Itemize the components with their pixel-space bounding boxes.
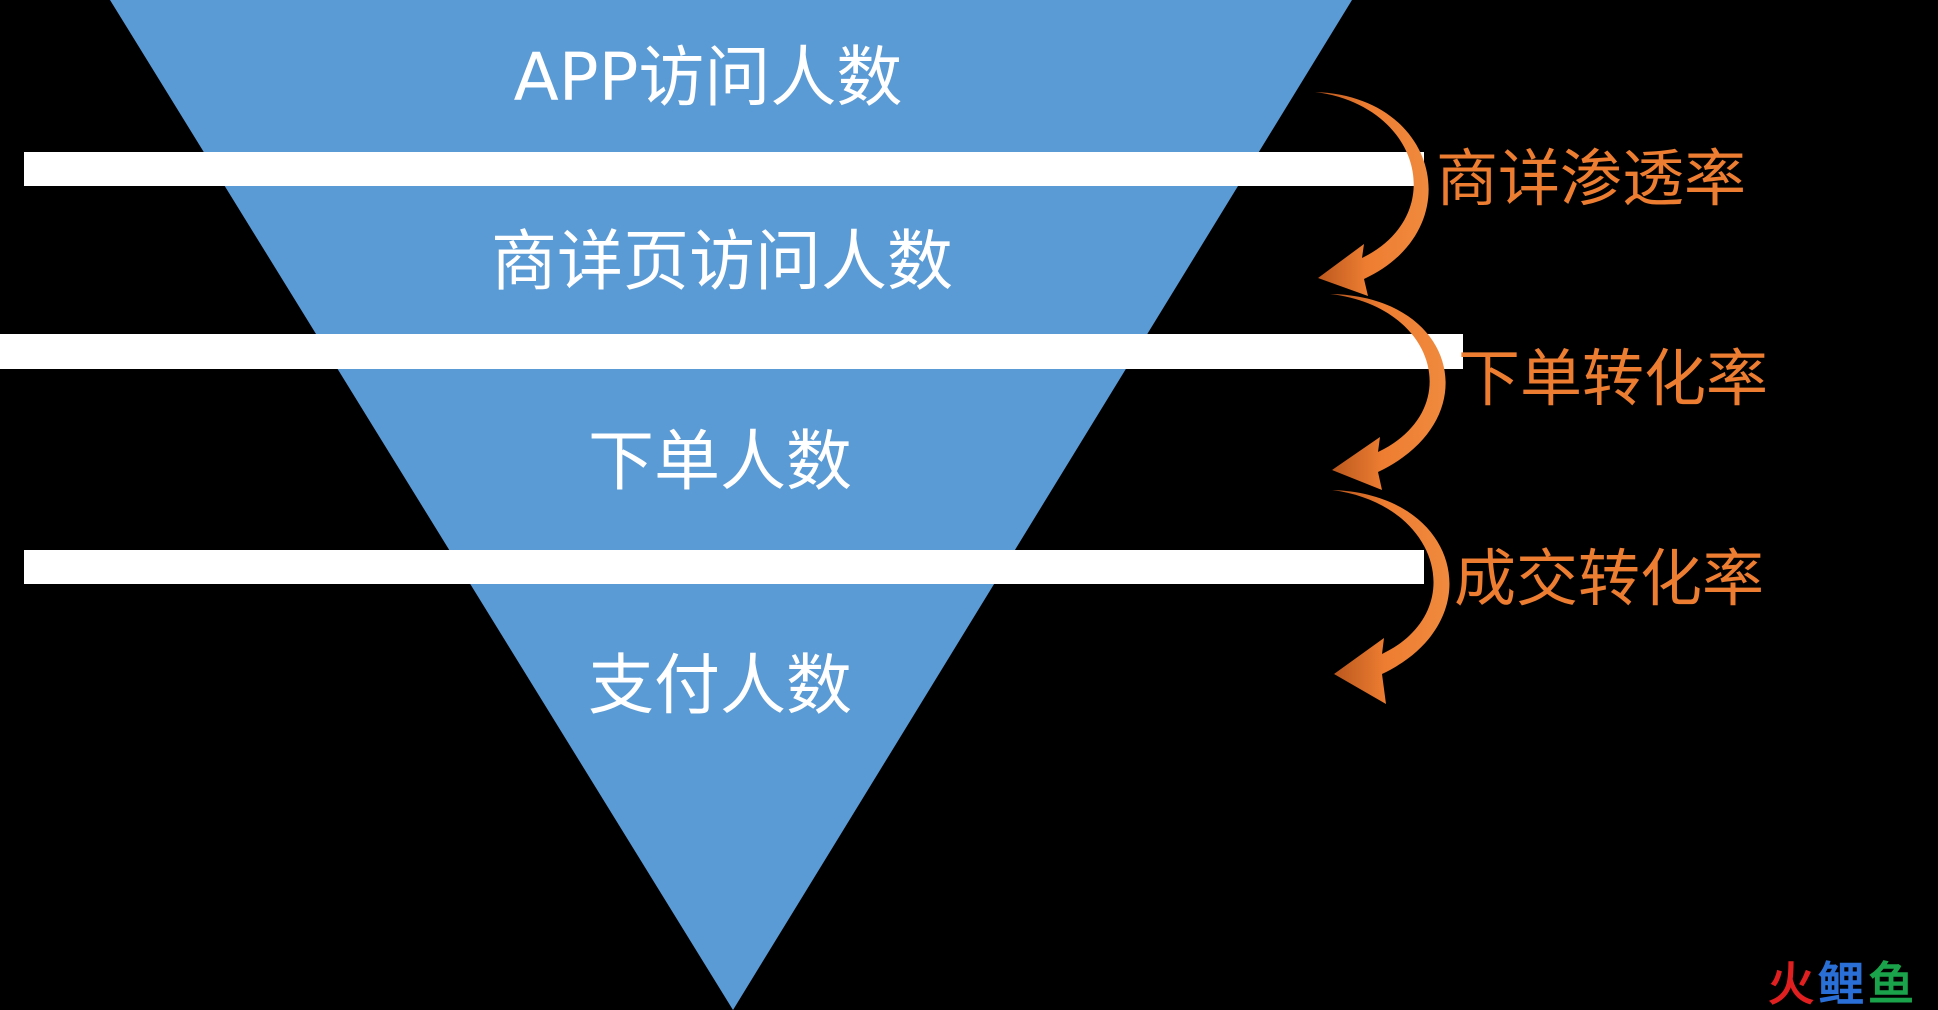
stage-label-order-users: 下单人数 bbox=[588, 423, 852, 500]
rate-label-deal-conversion: 成交转化率 bbox=[1454, 542, 1764, 615]
funnel-triangle bbox=[110, 0, 1352, 1010]
stage-label-app-visitors: APP访问人数 bbox=[514, 39, 903, 116]
rate-label-detail-penetration: 商详渗透率 bbox=[1436, 142, 1746, 215]
divider-bar-2 bbox=[0, 334, 1463, 369]
curved-arrow-2-icon bbox=[1330, 294, 1446, 490]
watermark-logo: 火 鲤 鱼 bbox=[1768, 957, 1914, 1010]
stage-label-detail-visitors: 商详页访问人数 bbox=[491, 223, 953, 300]
divider-bar-1 bbox=[24, 152, 1424, 186]
curved-arrow-3-icon bbox=[1332, 490, 1450, 704]
watermark-char-2: 鲤 bbox=[1818, 957, 1864, 1010]
curved-arrow-1-icon bbox=[1315, 92, 1429, 296]
watermark-char-1: 火 bbox=[1768, 957, 1814, 1010]
stage-label-payment-users: 支付人数 bbox=[588, 647, 852, 724]
rate-label-order-conversion: 下单转化率 bbox=[1458, 342, 1768, 415]
divider-bar-3 bbox=[24, 550, 1424, 584]
watermark-char-3: 鱼 bbox=[1868, 957, 1914, 1010]
